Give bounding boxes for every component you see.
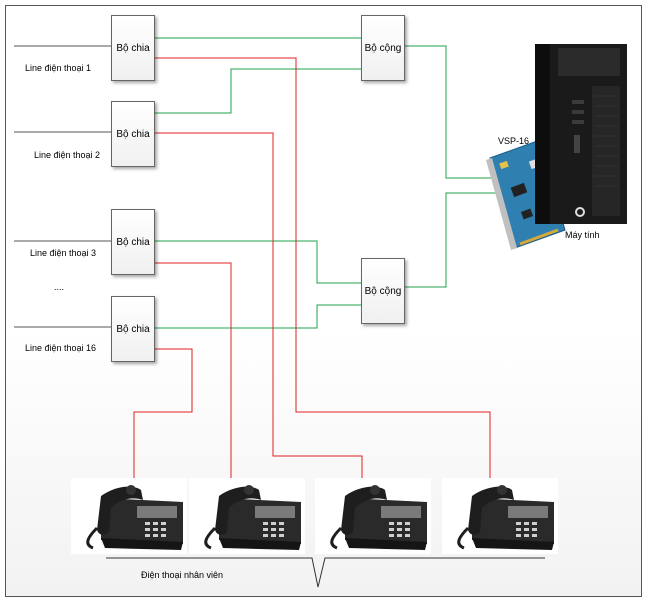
line-label-16: Line điện thoại 16 <box>25 343 97 353</box>
red-wire-3 <box>155 262 232 492</box>
splitter-2: Bộ chia <box>111 101 155 167</box>
red-wire-1 <box>155 57 491 492</box>
combiner-1-label: Bộ cộng <box>364 42 402 54</box>
splitter-1-label: Bộ chia <box>116 42 150 54</box>
computer-label: Máy tính <box>565 230 600 240</box>
green-wire-16 <box>155 304 361 329</box>
employee-phone-2 <box>187 476 307 556</box>
green-wire-combiner-1-pc <box>405 45 505 179</box>
green-wire-3 <box>155 240 361 284</box>
line-label-2: Line điện thoại 2 <box>34 150 101 160</box>
ellipsis-label: .... <box>54 282 65 292</box>
splitter-1: Bộ chia <box>111 15 155 81</box>
combiner-2-label: Bộ cộng <box>364 285 402 297</box>
employee-phone-3 <box>313 476 433 556</box>
line-label-3: Line điện thoại 3 <box>30 248 97 258</box>
splitter-2-label: Bộ chia <box>116 128 150 140</box>
green-wire-combiner-2-pc <box>405 192 505 288</box>
splitter-3: Bộ chia <box>111 209 155 275</box>
employee-phone-4 <box>440 476 560 556</box>
red-wire-2 <box>155 132 363 492</box>
computer-tower-image <box>535 44 627 224</box>
splitter-16-label: Bộ chia <box>116 323 150 335</box>
phones-bracket <box>106 557 545 588</box>
splitter-3-label: Bộ chia <box>116 236 150 248</box>
line-label-1: Line điện thoại 1 <box>25 63 92 73</box>
card-label: VSP-16 <box>498 136 530 146</box>
combiner-2: Bộ cộng <box>361 258 405 324</box>
phones-label: Điện thoại nhân viên <box>141 570 224 580</box>
red-wire-16 <box>133 348 193 492</box>
splitter-16: Bộ chia <box>111 296 155 362</box>
employee-phone-1 <box>69 476 189 556</box>
combiner-1: Bộ cộng <box>361 15 405 81</box>
